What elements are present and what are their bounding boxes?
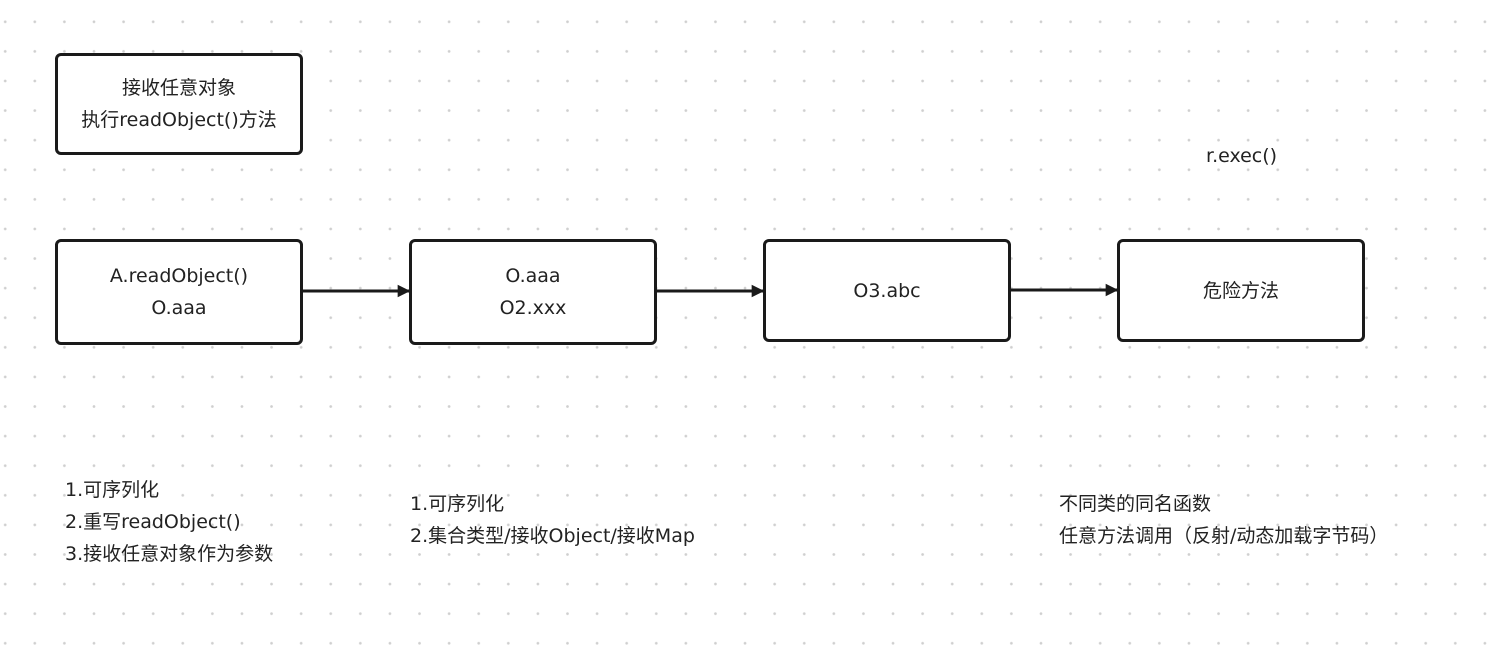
legend-box[interactable]: 接收任意对象 执行readObject()方法 [55,53,303,155]
node-a-readobject-line-1: A.readObject() [109,265,249,287]
node-dangerous-method[interactable]: 危险方法 [1117,239,1365,342]
node-o3-abc-line-1: O3.abc [853,279,921,302]
node-dangerous-method-line-1: 危险方法 [1202,279,1279,302]
note-sink-line-2: 任意方法调用（反射/动态加载字节码） [1059,525,1389,547]
node-o-aaa-line-2: O2.xxx [499,297,567,319]
note-intermediate-line-2: 2.集合类型/接收Object/接收Map [410,525,695,547]
node-o-aaa-line-1: O.aaa [505,265,561,287]
edge-label-exec: r.exec() [1206,145,1278,167]
node-a-readobject-line-2: O.aaa [151,297,207,319]
note-sink-requirements: 不同类的同名函数 任意方法调用（反射/动态加载字节码） [1059,488,1388,552]
note-source-line-2: 2.重写readObject() [65,511,241,533]
note-intermediate-requirements: 1.可序列化 2.集合类型/接收Object/接收Map [410,488,695,552]
node-o3-abc[interactable]: O3.abc [763,239,1011,342]
node-a-readobject[interactable]: A.readObject() O.aaa [55,239,303,345]
note-sink-line-1: 不同类的同名函数 [1059,493,1212,515]
legend-box-line-2: 执行readObject()方法 [81,109,277,131]
legend-box-line-1: 接收任意对象 [121,77,236,99]
note-source-line-3: 3.接收任意对象作为参数 [65,543,274,565]
note-source-requirements: 1.可序列化 2.重写readObject() 3.接收任意对象作为参数 [65,474,273,570]
note-intermediate-line-1: 1.可序列化 [410,493,505,515]
note-source-line-1: 1.可序列化 [65,479,160,501]
node-o-aaa[interactable]: O.aaa O2.xxx [409,239,657,345]
